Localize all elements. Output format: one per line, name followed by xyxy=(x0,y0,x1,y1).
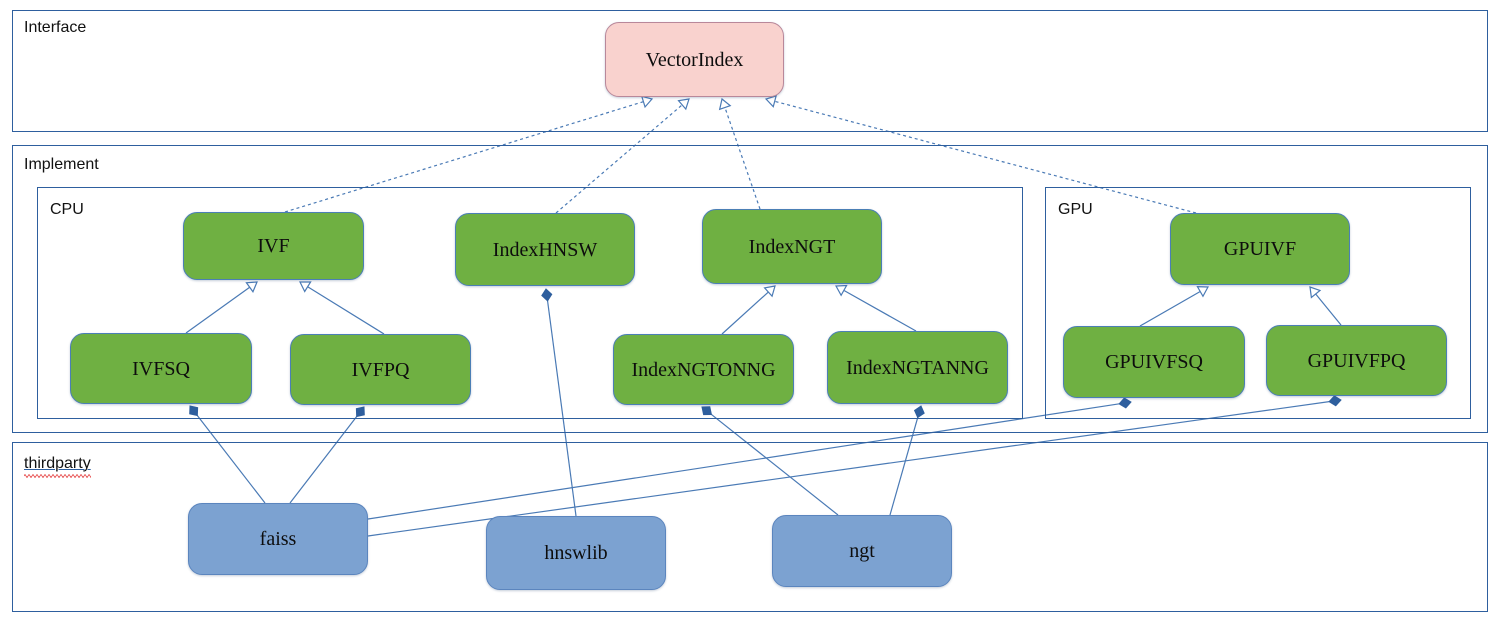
node-label-indexngtonng: IndexNGTONNG xyxy=(631,358,776,381)
node-ivf[interactable]: IVF xyxy=(183,212,364,280)
node-label-gpuivf: GPUIVF xyxy=(1223,238,1297,260)
node-label-hnswlib: hnswlib xyxy=(544,542,608,564)
node-hnswlib[interactable]: hnswlib xyxy=(486,516,666,590)
node-label-ivfpq: IVFPQ xyxy=(351,358,410,381)
node-vectorindex[interactable]: VectorIndex xyxy=(605,22,784,97)
node-gpuivfsq[interactable]: GPUIVFSQ xyxy=(1063,326,1245,398)
spellcheck-squiggle-icon xyxy=(24,474,91,478)
node-label-gpuivfpq: GPUIVFPQ xyxy=(1307,349,1406,372)
node-indexhnsw[interactable]: IndexHNSW xyxy=(455,213,635,286)
container-implement xyxy=(12,145,1488,433)
container-label-gpu: GPU xyxy=(1058,201,1093,218)
node-ngt[interactable]: ngt xyxy=(772,515,952,587)
container-thirdparty xyxy=(12,442,1488,612)
node-indexngtonng[interactable]: IndexNGTONNG xyxy=(613,334,794,405)
node-label-indexngt: IndexNGT xyxy=(748,235,836,258)
node-label-ivfsq: IVFSQ xyxy=(132,357,190,380)
node-indexngt[interactable]: IndexNGT xyxy=(702,209,882,284)
node-label-ngt: ngt xyxy=(849,540,875,562)
container-label-interface: Interface xyxy=(24,19,87,36)
node-gpuivf[interactable]: GPUIVF xyxy=(1170,213,1350,285)
container-label-cpu: CPU xyxy=(50,201,84,218)
node-indexngtanng[interactable]: IndexNGTANNG xyxy=(827,331,1008,404)
node-label-indexngtanng: IndexNGTANNG xyxy=(846,356,989,379)
container-gpu xyxy=(1045,187,1471,419)
container-label-implement: Implement xyxy=(24,156,99,173)
node-faiss[interactable]: faiss xyxy=(188,503,368,575)
node-gpuivfpq[interactable]: GPUIVFPQ xyxy=(1266,325,1447,396)
node-label-gpuivfsq: GPUIVFSQ xyxy=(1105,351,1203,373)
node-ivfsq[interactable]: IVFSQ xyxy=(70,333,252,404)
node-label-vectorindex: VectorIndex xyxy=(645,48,744,71)
node-ivfpq[interactable]: IVFPQ xyxy=(290,334,471,405)
container-interface xyxy=(12,10,1488,132)
node-label-indexhnsw: IndexHNSW xyxy=(492,238,598,261)
node-label-ivf: IVF xyxy=(257,235,290,257)
container-label-thirdparty: thirdparty xyxy=(24,455,91,478)
container-cpu xyxy=(37,187,1023,419)
node-label-faiss: faiss xyxy=(259,528,297,550)
